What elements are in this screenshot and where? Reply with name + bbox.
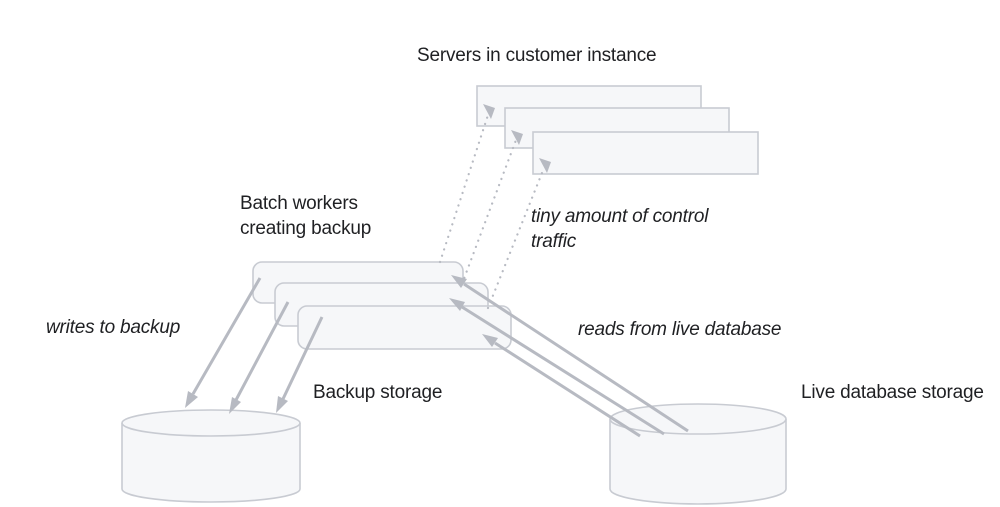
write-arrowhead-2 (229, 397, 241, 414)
reads-from-live-db-edges (449, 275, 689, 438)
writes-to-backup-edges (185, 277, 324, 414)
control-traffic-line-1 (438, 113, 490, 264)
backup-storage-cylinder (121, 409, 301, 503)
control-traffic-annotation-line1: tiny amount of control (531, 206, 709, 227)
read-arrow-line-3 (494, 341, 641, 438)
control-traffic-annotation-line2: traffic (531, 231, 577, 252)
control-traffic-line-2 (460, 138, 518, 286)
live-db-cylinder-body (609, 419, 787, 505)
read-arrowhead-1 (451, 275, 467, 288)
server-stack (476, 85, 759, 175)
read-arrow-line-2 (461, 305, 665, 436)
control-traffic-edges (438, 104, 551, 310)
servers-label: Servers in customer instance (417, 45, 657, 66)
control-traffic-arrowhead-3 (539, 158, 551, 173)
backup-cylinder-body (121, 423, 301, 503)
write-arrow-line-1 (191, 277, 262, 395)
batch-workers-label: Batch workers creating backup (240, 191, 371, 241)
batch-workers-label-line1: Batch workers (240, 193, 358, 214)
backup-storage-label: Backup storage (313, 382, 443, 403)
control-traffic-line-3 (486, 166, 546, 310)
write-arrowhead-1 (185, 391, 198, 408)
write-arrow-line-2 (234, 301, 290, 401)
reads-annotation: reads from live database (578, 319, 782, 340)
control-traffic-arrowhead-2 (511, 130, 523, 145)
live-database-cylinder (609, 403, 787, 505)
control-traffic-arrowhead-1 (483, 104, 495, 119)
live-database-label: Live database storage (801, 382, 984, 403)
batch-workers-label-line2: creating backup (240, 218, 372, 239)
write-arrowhead-3 (276, 396, 288, 413)
read-arrow-line-1 (463, 282, 689, 433)
control-traffic-annotation: tiny amount of control traffic (531, 204, 708, 254)
read-arrowhead-3 (482, 334, 498, 347)
batch-worker-stack (252, 261, 512, 350)
backup-cylinder-top (121, 409, 301, 437)
live-db-cylinder-top (609, 403, 787, 435)
read-arrowhead-2 (449, 298, 465, 311)
write-arrow-line-3 (281, 316, 324, 400)
server-box-3 (532, 131, 759, 175)
writes-annotation: writes to backup (46, 317, 181, 338)
batch-worker-box-3 (297, 305, 512, 350)
